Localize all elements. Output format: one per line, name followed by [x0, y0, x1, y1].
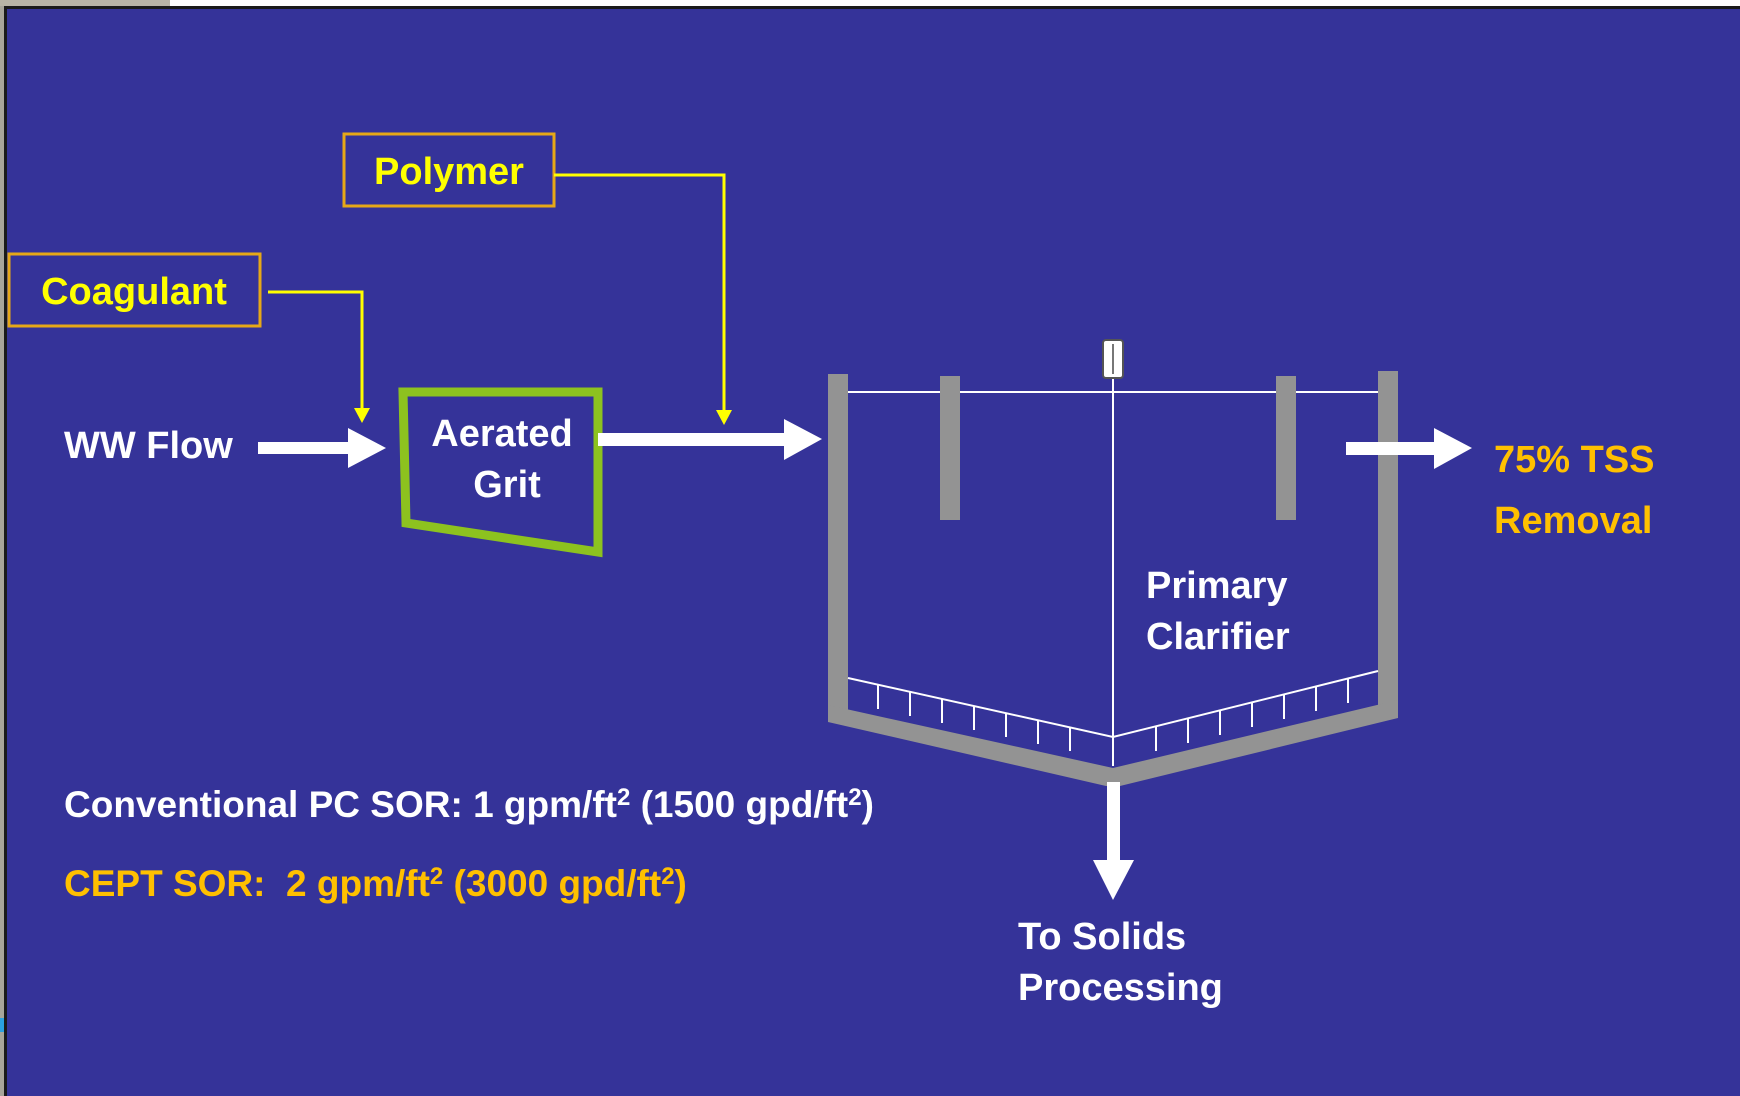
cept-sor-suffix: )	[675, 863, 687, 904]
conventional-sor-prefix: Conventional PC SOR: 1 gpm/ft	[64, 784, 617, 825]
coagulant-box-border	[7, 252, 262, 328]
conventional-sor-suffix: )	[862, 784, 874, 825]
cept-sor-middle: (3000 gpd/ft	[443, 863, 661, 904]
clarifier-left-wall-lower	[828, 420, 848, 710]
polymer-feed-arrowhead	[716, 410, 732, 425]
ww-flow-arrow-shaft	[258, 442, 350, 454]
ww-flow-arrowhead	[348, 428, 386, 468]
background-edge	[0, 6, 4, 1096]
solids-label-line1: To Solids	[1018, 916, 1186, 958]
sludge-withdrawal-arrow-shaft	[1107, 782, 1120, 862]
aerated-grit-outline	[398, 387, 603, 558]
polymer-label: Polymer	[374, 151, 524, 193]
sludge-rake-arm	[847, 670, 1379, 739]
cept-sor-sup1: 2	[430, 863, 443, 890]
effluent-arrowhead	[1434, 428, 1472, 469]
solids-label-line2: Processing	[1018, 967, 1223, 1009]
polymer-feed-line	[554, 173, 726, 415]
sludge-withdrawal-arrowhead	[1093, 860, 1134, 900]
background-edge-accent	[0, 1018, 4, 1032]
cept-sor-prefix: CEPT SOR: 2 gpm/ft	[64, 863, 430, 904]
aerated-grit-chamber: Aerated Grit	[398, 387, 603, 558]
primary-clarifier: Primary Clarifier	[828, 339, 1398, 786]
sludge-rake-blades	[877, 679, 1349, 751]
clarifier-outlet-baffle	[1276, 376, 1296, 520]
clarifier-sloped-floor	[828, 700, 1398, 786]
clarifier-inlet-baffle	[940, 376, 960, 520]
cept-sor-sup2: 2	[661, 863, 674, 890]
primary-clarifier-label-line1: Primary	[1146, 565, 1288, 607]
polymer-box-border	[342, 132, 556, 208]
coagulant-feed-line	[268, 290, 364, 410]
aerated-grit-label-line1: Aerated	[431, 413, 573, 455]
effluent-label-line1: 75% TSS	[1494, 439, 1655, 481]
clarifier-right-wall	[1378, 371, 1398, 707]
ww-flow-label: WW Flow	[64, 425, 233, 467]
polymer-box: Polymer	[342, 132, 556, 208]
coagulant-box: Coagulant	[7, 252, 262, 328]
effluent-arrow-shaft	[1346, 442, 1438, 455]
conventional-sor-sup2: 2	[848, 784, 861, 811]
coagulant-label: Coagulant	[41, 271, 227, 313]
grit-to-clarifier-arrowhead	[784, 419, 822, 460]
effluent-label-line2: Removal	[1494, 500, 1652, 542]
conventional-sor-sup1: 2	[617, 784, 630, 811]
conventional-sor-middle: (1500 gpd/ft	[630, 784, 848, 825]
primary-clarifier-label-line2: Clarifier	[1146, 616, 1290, 658]
coagulant-feed-arrowhead	[354, 408, 370, 423]
slide-background	[4, 6, 1740, 1096]
background-corner	[0, 0, 170, 8]
cept-sor-text: CEPT SOR: 2 gpm/ft2 (3000 gpd/ft2)	[64, 863, 687, 904]
conventional-sor-text: Conventional PC SOR: 1 gpm/ft2 (1500 gpd…	[64, 784, 874, 825]
aerated-grit-label-line2: Grit	[473, 464, 541, 506]
grit-to-clarifier-arrow-shaft	[598, 433, 788, 446]
